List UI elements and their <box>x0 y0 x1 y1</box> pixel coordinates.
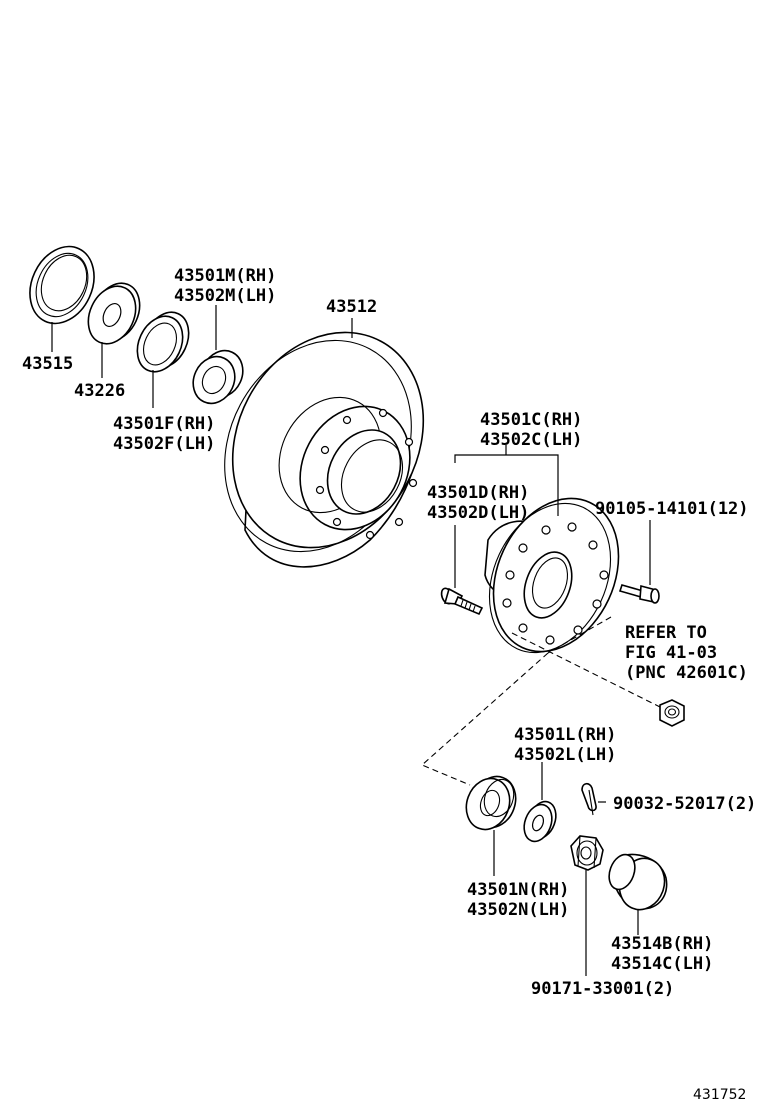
label-43501L: 43501L(RH) <box>514 725 616 745</box>
label-43501N: 43501N(RH) <box>467 880 569 900</box>
cotter-pin-90032-icon[interactable] <box>581 782 597 816</box>
label-43512: 43512 <box>326 297 377 317</box>
lock-nut-90171-icon[interactable] <box>570 835 604 871</box>
label-90105: 90105-14101(12) <box>595 499 749 519</box>
bearing-43501N-icon[interactable] <box>459 770 522 835</box>
bolt-90105-icon[interactable] <box>618 584 660 604</box>
brake-disc-43512-icon[interactable] <box>189 299 460 585</box>
refer-to-line2: FIG 41-03 <box>625 643 717 663</box>
bearing-43501M-icon[interactable] <box>186 344 251 410</box>
axle-hub-43501C-icon[interactable] <box>466 478 642 672</box>
washer-43501L-icon[interactable] <box>519 798 560 846</box>
refer-to-line1: REFER TO <box>625 623 707 643</box>
label-90171: 90171-33001(2) <box>531 979 674 999</box>
label-43515: 43515 <box>22 354 73 374</box>
label-43502M: 43502M(LH) <box>174 286 276 306</box>
bearing-race-43501F-icon[interactable] <box>129 305 198 379</box>
label-43501F: 43501F(RH) <box>113 414 215 434</box>
nut-refer-icon[interactable] <box>659 699 685 727</box>
label-43501D: 43501D(RH) <box>427 483 529 503</box>
label-43501C: 43501C(RH) <box>480 410 582 430</box>
label-43502C: 43502C(LH) <box>480 430 582 450</box>
grease-cap-43514B-icon[interactable] <box>605 851 672 916</box>
label-43226: 43226 <box>74 381 125 401</box>
label-43501M: 43501M(RH) <box>174 266 276 286</box>
label-43514C: 43514C(LH) <box>611 954 713 974</box>
washer-43226-icon[interactable] <box>79 276 148 352</box>
label-43502D: 43502D(LH) <box>427 503 529 523</box>
refer-to-line3: (PNC 42601C) <box>625 663 748 683</box>
oil-seal-43515-icon[interactable] <box>18 236 106 334</box>
label-43502F: 43502F(LH) <box>113 434 215 454</box>
label-43502L: 43502L(LH) <box>514 745 616 765</box>
figure-number: 431752 <box>693 1087 746 1103</box>
label-43502N: 43502N(LH) <box>467 900 569 920</box>
hub-bolt-43501D-icon[interactable] <box>440 587 484 616</box>
label-43514B: 43514B(RH) <box>611 934 713 954</box>
label-90032: 90032-52017(2) <box>613 794 756 814</box>
